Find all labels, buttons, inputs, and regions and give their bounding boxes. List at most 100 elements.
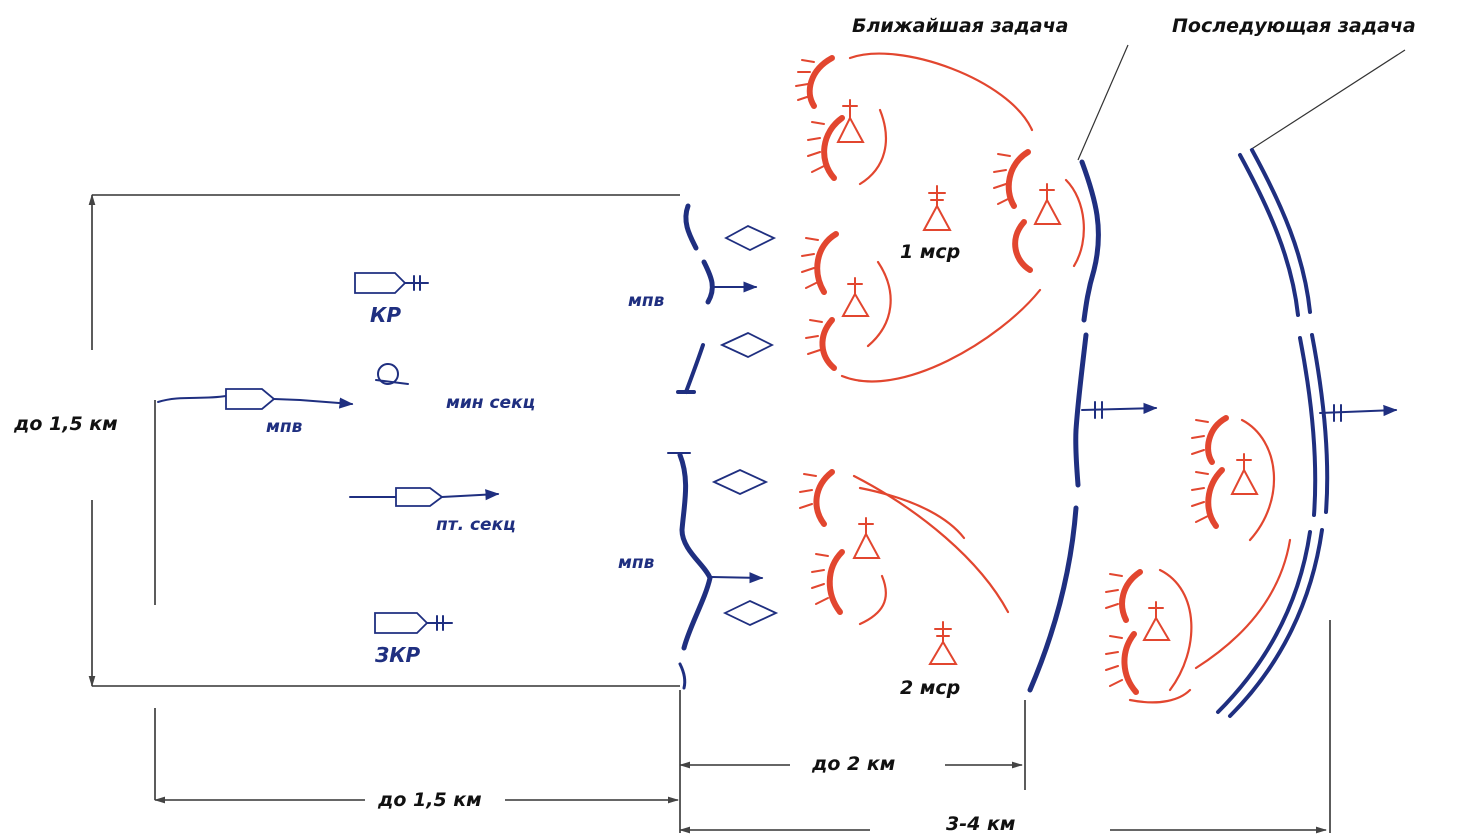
trench-hatch-icon (1191, 471, 1209, 523)
command-post-icon (1230, 453, 1259, 495)
width-dim-label: до 1,5 км (13, 413, 118, 435)
subsequent-task-label: Последующая задача (1172, 15, 1416, 37)
immediate-task-line (1027, 159, 1158, 693)
rhombus-group (711, 224, 779, 626)
trench-icon (1005, 149, 1031, 209)
column-route-line (157, 395, 227, 403)
trench-icon (821, 115, 845, 181)
rhombus-icon (719, 332, 775, 358)
armored-vehicle-icon (395, 487, 444, 507)
subsequent-task-leader (1249, 49, 1406, 151)
red-unit-subsequent-lower (1105, 568, 1193, 704)
red-unit-subsequent-upper (1191, 415, 1292, 670)
subsequent-advance-arrow (1319, 404, 1398, 417)
immediate-task-leader (1077, 44, 1129, 161)
pt-sekts-label: пт. секц (436, 515, 516, 535)
mpv-top-arc-upper (683, 203, 699, 251)
command-post-icon (836, 99, 865, 143)
zkr-label: ЗКР (374, 643, 421, 667)
trench-icon (814, 231, 839, 295)
trench-hatch-icon (1191, 419, 1209, 455)
msr2-label: 2 мср (900, 677, 960, 699)
immediate-line-mid (1073, 332, 1089, 488)
at-section (349, 487, 500, 507)
trench-hatch-icon (1105, 573, 1123, 609)
armored-vehicle-icon (354, 272, 407, 294)
company-boundary-arc (866, 260, 892, 348)
kr-label: КР (370, 303, 401, 327)
trench-hatch-icon (1105, 635, 1123, 687)
company-boundary-arc (1194, 538, 1292, 670)
mpv-bottom-arc (677, 452, 713, 651)
mpv-top-arc-mid (701, 259, 715, 305)
command-post-icon (841, 277, 870, 317)
command-post-icon (1142, 601, 1171, 641)
subsequent-outer-lower (1216, 530, 1312, 714)
trench-icon (1119, 569, 1143, 623)
armored-vehicle-icon (374, 612, 429, 634)
company-boundary-arc (858, 486, 966, 540)
mortar-icon (377, 363, 399, 385)
command-post-icon (928, 621, 958, 665)
mortar-section (375, 363, 409, 385)
trench-hatch-icon (805, 319, 823, 355)
immediate-task-label: Ближайшая задача (852, 15, 1068, 37)
trench-icon (1205, 415, 1229, 465)
bottom-dimensions (153, 620, 1331, 834)
trench-icon (813, 469, 835, 527)
trench-icon (1012, 219, 1033, 273)
trench-icon (1121, 631, 1139, 695)
at-advance-arrow (441, 489, 500, 501)
company-boundary-arc (840, 288, 1042, 383)
kr-vehicle (354, 272, 429, 294)
battalion-frame (88, 193, 680, 688)
rhombus-icon (722, 600, 779, 626)
company-boundary-arc (848, 52, 1034, 132)
trench-hatch-icon (801, 237, 819, 289)
mpv-top-arc-lower (676, 343, 705, 394)
immediate-advance-arrow (1081, 402, 1158, 414)
mpv-left-label: мпв (266, 417, 303, 437)
trench-icon (819, 317, 837, 371)
zkr-vehicle (374, 612, 453, 634)
subsequent-inner-upper (1250, 148, 1312, 314)
dist-2-label: до 2 км (811, 753, 895, 775)
trench-hatch-icon (807, 121, 825, 173)
vehicle-gun-icon (404, 275, 429, 291)
subsequent-arrow-ticks (1333, 404, 1342, 422)
red-unit-msr1-upper (795, 52, 1034, 186)
mpv-bottom-label: мпв (618, 553, 655, 573)
command-post-icon (1033, 183, 1062, 225)
immediate-line-upper (1079, 159, 1101, 323)
mpv-top-label: мпв (628, 291, 665, 311)
immediate-line-lower (1027, 505, 1079, 693)
subsequent-task-line (1216, 148, 1398, 718)
trench-icon (826, 549, 845, 615)
rhombus-icon (724, 224, 777, 252)
mpv-top (676, 203, 758, 394)
company-boundary-arc (1158, 568, 1193, 692)
red-unit-msr2 (799, 469, 1010, 665)
trench-hatch-icon (799, 473, 817, 509)
subsequent-outer-mid (1298, 336, 1318, 517)
vehicle-gun-icon (426, 615, 453, 631)
trench-hatch-icon (811, 553, 829, 605)
dist-1-5-label: до 1,5 км (377, 789, 482, 811)
trench-icon (1205, 467, 1225, 529)
trench-hatch-icon (993, 153, 1011, 205)
company-boundary-arc (858, 574, 887, 626)
dist-3-4-label: 3-4 км (946, 813, 1015, 835)
mortar-base-icon (375, 379, 409, 385)
company-boundary-arc (858, 108, 887, 186)
trench-hatch-icon (795, 59, 815, 101)
company-boundary-arc (1240, 418, 1276, 542)
subsequent-inner-mid (1310, 333, 1330, 514)
command-post-icon (852, 517, 881, 559)
mpv-bottom-arrow (711, 572, 764, 584)
subsequent-inner-lower (1228, 528, 1324, 718)
immediate-arrow-ticks (1094, 401, 1103, 419)
company-boundary-arc (1128, 688, 1192, 704)
command-post-icon (922, 185, 952, 231)
min-sekts-label: мин секц (446, 393, 535, 413)
